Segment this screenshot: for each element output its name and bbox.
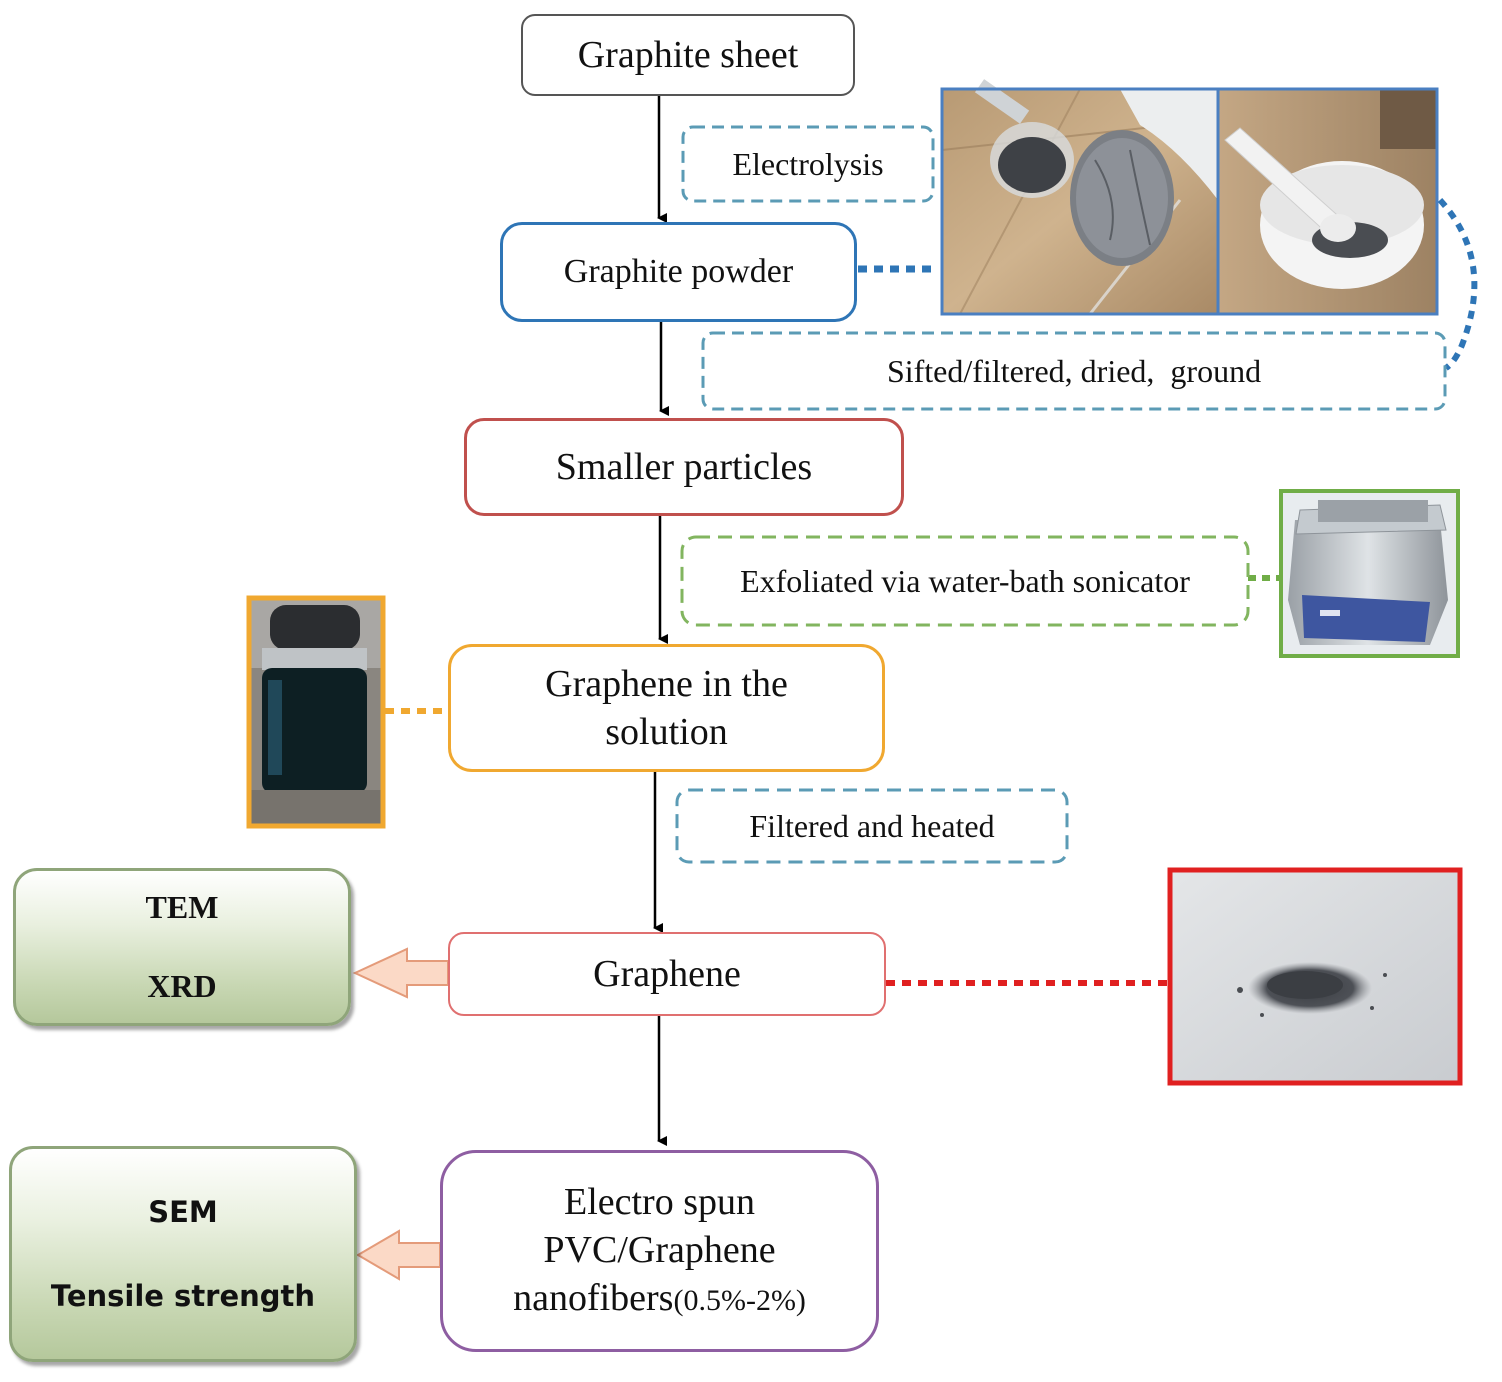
test-xrd: XRD: [147, 968, 217, 1004]
arrow-to-tem-xrd: [352, 947, 449, 999]
test-tem: TEM: [145, 889, 219, 925]
step-smaller-particles: Smaller particles: [464, 418, 904, 516]
step-graphene: Graphene: [448, 932, 886, 1016]
test-tensile-strength: Tensile strength: [50, 1279, 316, 1313]
exfoliated-box-border: [680, 535, 1250, 627]
process-sifted-filtered: Sifted/filtered, dried, ground: [703, 333, 1445, 409]
process-filtered-heated: Filtered and heated: [677, 790, 1067, 862]
process-electrolysis-label: Electrolysis: [732, 145, 884, 182]
photo-graphene-solution-jar: [246, 595, 386, 829]
step-graphite-sheet: Graphite sheet: [521, 14, 855, 96]
electrolysis-box-border: [681, 125, 935, 203]
nanofibers-line-1: Electro spun: [563, 1180, 755, 1223]
process-electrolysis: Electrolysis: [683, 127, 933, 201]
photo-graphite-powder-wood: [940, 79, 1220, 316]
photo-sonicator: [1279, 489, 1460, 658]
arrow-to-sem-tensile: [356, 1229, 441, 1281]
nanofibers-word: nanofibers: [513, 1276, 674, 1319]
sifted-box-border: [701, 331, 1447, 411]
photo-graphene-powder: [1167, 867, 1463, 1086]
process-filtered-label: Filtered and heated: [749, 807, 995, 844]
step-graphite-powder: Graphite powder: [500, 222, 857, 322]
step-graphene-label: Graphene: [593, 953, 741, 995]
step-electrospun-nanofibers: Electro spun PVC/Graphene nanofibers(0.5…: [440, 1150, 879, 1352]
process-sifted-label: Sifted/filtered, dried, ground: [886, 352, 1262, 389]
step-graphite-powder-label: Graphite powder: [563, 253, 794, 290]
nanofibers-range: (0.5%-2%): [673, 1283, 806, 1317]
nanofibers-line-3: nanofibers(0.5%-2%): [513, 1274, 806, 1325]
nanofibers-line-2: PVC/Graphene: [543, 1228, 776, 1271]
step-graphite-sheet-label: Graphite sheet: [577, 34, 799, 76]
characterization-tem-xrd: TEM XRD: [13, 868, 351, 1026]
step-graphene-solution-label: Graphene in the solution: [545, 663, 788, 753]
step-smaller-particles-label: Smaller particles: [555, 446, 813, 488]
step-graphene-solution: Graphene in the solution: [448, 644, 885, 772]
process-exfoliated: Exfoliated via water-bath sonicator: [682, 537, 1248, 625]
photo-mortar-pestle: [1216, 87, 1439, 316]
process-exfoliated-label: Exfoliated via water-bath sonicator: [740, 562, 1190, 599]
characterization-sem-tensile: SEM Tensile strength: [9, 1146, 357, 1362]
filtered-box-border: [675, 788, 1069, 864]
dotted-link-photo-sifted: [1437, 197, 1478, 371]
test-sem: SEM: [148, 1195, 218, 1229]
